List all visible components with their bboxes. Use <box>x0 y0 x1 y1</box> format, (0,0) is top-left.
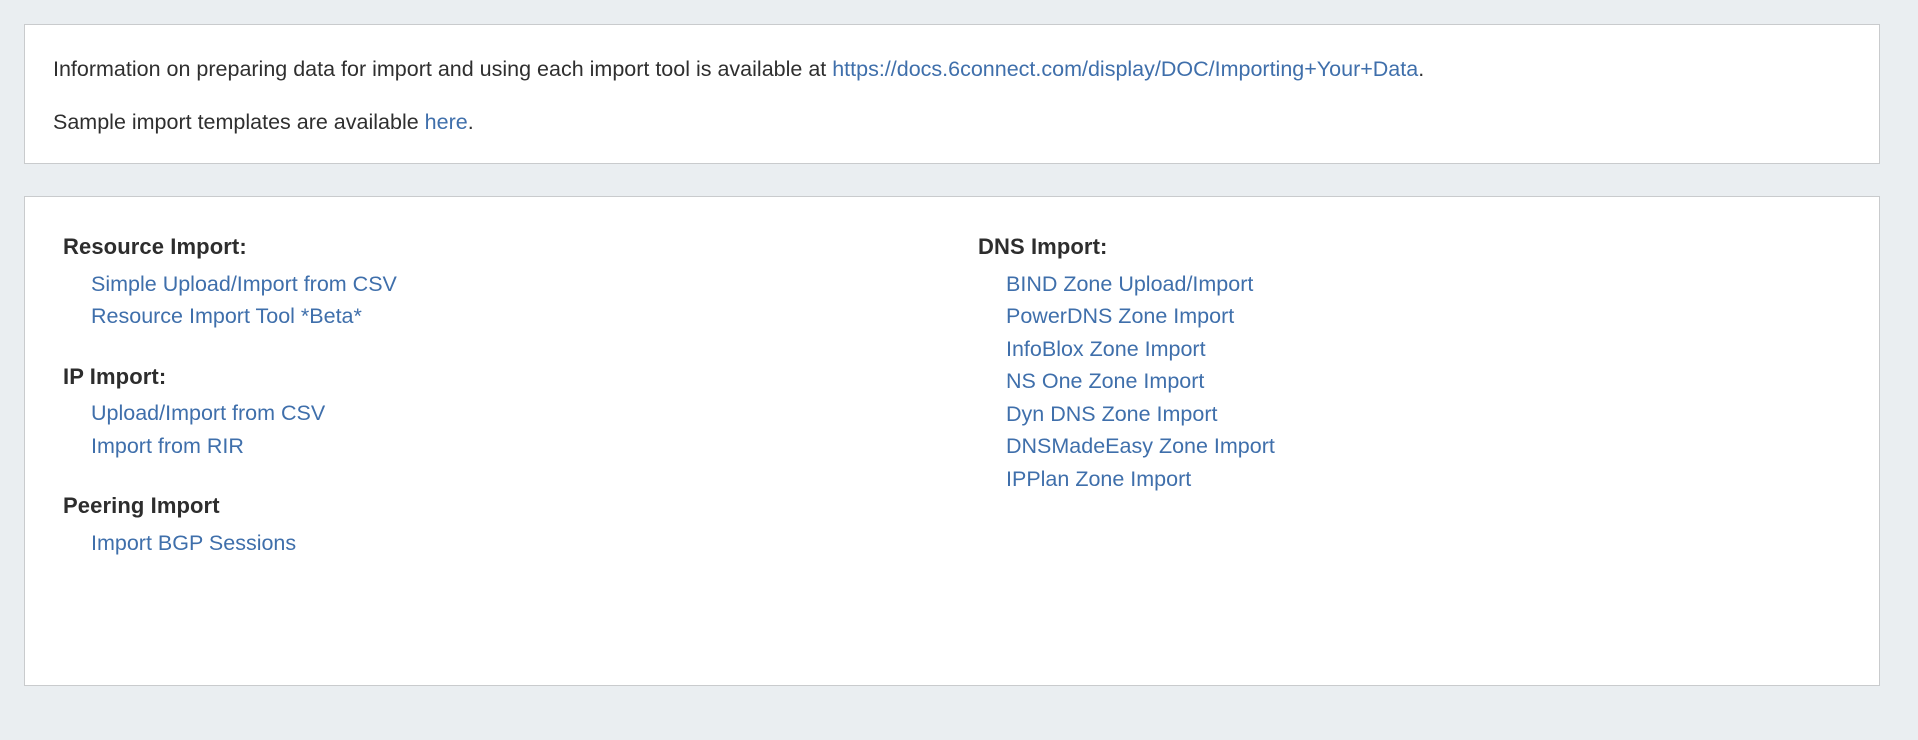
link-resource-import-tool-beta[interactable]: Resource Import Tool *Beta* <box>91 304 362 329</box>
documentation-link[interactable]: https://docs.6connect.com/display/DOC/Im… <box>832 57 1419 81</box>
group-links-resource-import: Simple Upload/Import from CSV Resource I… <box>63 268 978 333</box>
group-title-resource-import: Resource Import: <box>63 234 247 260</box>
link-ns-one-zone-import[interactable]: NS One Zone Import <box>1006 369 1205 394</box>
right-column: DNS Import: BIND Zone Upload/Import Powe… <box>978 233 1851 495</box>
templates-text-after: . <box>467 110 474 135</box>
list-item: Import from RIR <box>63 430 978 463</box>
group-links-dns-import: BIND Zone Upload/Import PowerDNS Zone Im… <box>978 268 1851 496</box>
link-upload-import-from-csv[interactable]: Upload/Import from CSV <box>91 401 326 426</box>
list-item: PowerDNS Zone Import <box>978 300 1851 333</box>
group-title-ip-import: IP Import: <box>63 363 167 389</box>
link-simple-upload-import-from-csv[interactable]: Simple Upload/Import from CSV <box>91 271 397 296</box>
link-import-bgp-sessions[interactable]: Import BGP Sessions <box>91 530 297 555</box>
import-tools-panel: Resource Import: Simple Upload/Import fr… <box>24 196 1880 687</box>
templates-text-before: Sample import templates are available <box>53 110 425 135</box>
group-title-peering-import: Peering Import <box>63 493 220 519</box>
link-infoblox-zone-import[interactable]: InfoBlox Zone Import <box>1006 336 1206 361</box>
list-item: DNSMadeEasy Zone Import <box>978 430 1851 463</box>
templates-info-paragraph: Sample import templates are available he… <box>53 108 1851 137</box>
link-import-from-rir[interactable]: Import from RIR <box>91 433 244 458</box>
docs-info-text-before: Information on preparing data for import… <box>53 57 833 81</box>
link-powerdns-zone-import[interactable]: PowerDNS Zone Import <box>1006 304 1235 329</box>
group-links-peering-import: Import BGP Sessions <box>63 527 978 560</box>
list-item: Dyn DNS Zone Import <box>978 398 1851 431</box>
list-item: Resource Import Tool *Beta* <box>63 300 978 333</box>
link-dyn-dns-zone-import[interactable]: Dyn DNS Zone Import <box>1006 401 1218 426</box>
group-peering-import: Peering Import Import BGP Sessions <box>63 492 978 559</box>
group-ip-import: IP Import: Upload/Import from CSV Import… <box>63 363 978 463</box>
list-item: NS One Zone Import <box>978 365 1851 398</box>
docs-info-paragraph: Information on preparing data for import… <box>53 55 1851 84</box>
group-title-dns-import: DNS Import: <box>978 234 1108 260</box>
sample-templates-link[interactable]: here <box>424 110 468 135</box>
list-item: Import BGP Sessions <box>63 527 978 560</box>
list-item: Upload/Import from CSV <box>63 397 978 430</box>
link-dnsmadeeasy-zone-import[interactable]: DNSMadeEasy Zone Import <box>1006 434 1275 459</box>
link-bind-zone-upload-import[interactable]: BIND Zone Upload/Import <box>1006 271 1254 296</box>
info-panel: Information on preparing data for import… <box>24 24 1880 165</box>
list-item: IPPlan Zone Import <box>978 463 1851 496</box>
list-item: Simple Upload/Import from CSV <box>63 268 978 301</box>
list-item: InfoBlox Zone Import <box>978 333 1851 366</box>
group-resource-import: Resource Import: Simple Upload/Import fr… <box>63 233 978 333</box>
group-dns-import: DNS Import: BIND Zone Upload/Import Powe… <box>978 233 1851 495</box>
docs-info-text-after: . <box>1418 57 1425 81</box>
group-links-ip-import: Upload/Import from CSV Import from RIR <box>63 397 978 462</box>
left-column: Resource Import: Simple Upload/Import fr… <box>63 233 978 559</box>
list-item: BIND Zone Upload/Import <box>978 268 1851 301</box>
import-tools-columns: Resource Import: Simple Upload/Import fr… <box>63 233 1851 559</box>
link-ipplan-zone-import[interactable]: IPPlan Zone Import <box>1006 466 1192 491</box>
